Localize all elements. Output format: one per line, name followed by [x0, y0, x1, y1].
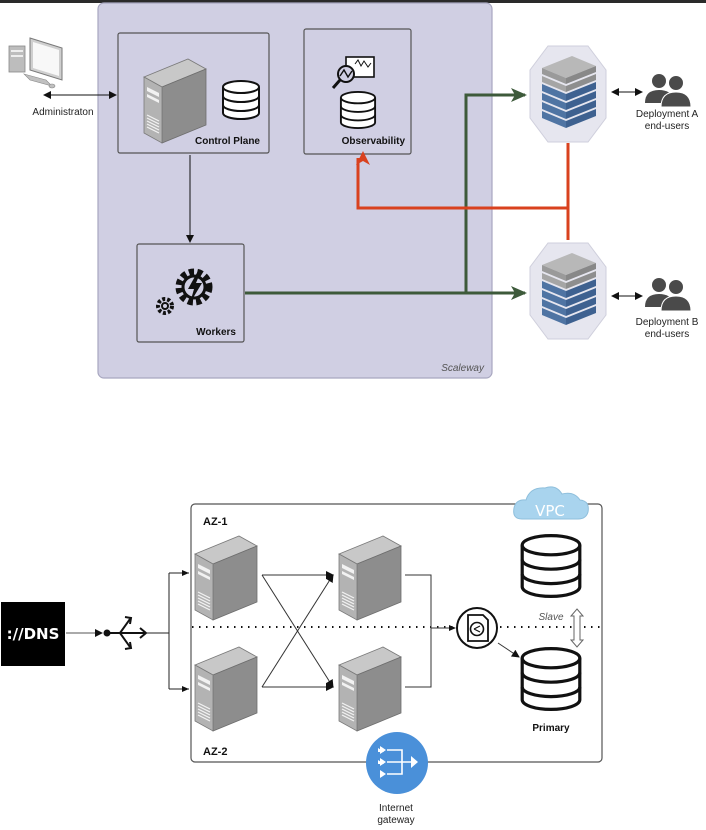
- app-to-db-proxy-connector: [405, 574, 455, 688]
- deployment-b-users-icon: [644, 277, 692, 311]
- workers-to-deployment-a-line: [464, 88, 527, 293]
- deployment-b-label-line2: end-users: [645, 329, 689, 340]
- slave-label: Slave: [538, 612, 563, 623]
- primary-database-icon[interactable]: [520, 647, 582, 711]
- diagram-2: VPC AZ-1 AZ-2 ://DNS: [1, 486, 603, 826]
- web-to-app-connectors: [261, 571, 334, 691]
- internet-gateway-icon[interactable]: [366, 732, 428, 794]
- deployment-b-rack-icon[interactable]: [529, 242, 607, 340]
- app-server-az2[interactable]: [338, 646, 402, 732]
- workers-gears-icon: [156, 268, 213, 315]
- dns-box[interactable]: [1, 602, 65, 666]
- deployment-a-users-icon: [644, 73, 692, 107]
- vpc-label: VPC: [535, 502, 565, 520]
- control-plane-label: Control Plane: [195, 136, 260, 147]
- deployment-a-rack-icon[interactable]: [529, 45, 607, 143]
- deployment-b-label-line1: Deployment B: [636, 317, 699, 328]
- dns-label: ://DNS: [7, 625, 60, 643]
- az2-label: AZ-2: [203, 746, 227, 758]
- lb-to-web-servers-connector: [146, 572, 189, 690]
- deployment-a-label-line1: Deployment A: [636, 109, 699, 120]
- vpc-cloud-icon: VPC: [513, 486, 589, 520]
- db-proxy-icon[interactable]: [456, 607, 498, 649]
- web-server-az1[interactable]: [194, 535, 258, 621]
- scaleway-region: [97, 2, 493, 379]
- app-server-az1[interactable]: [338, 535, 402, 621]
- diagram-1: Scaleway Administraton Control Plane: [8, 2, 699, 379]
- proxy-to-primary-connector: [497, 642, 520, 658]
- load-balancer-icon[interactable]: [103, 616, 148, 650]
- az1-label: AZ-1: [203, 516, 227, 528]
- observability-database-icon: [339, 91, 377, 129]
- replication-arrow-icon: [569, 608, 585, 648]
- deployment-a-label-line2: end-users: [645, 121, 689, 132]
- workers-label: Workers: [196, 327, 236, 338]
- slave-database-icon[interactable]: [520, 534, 582, 598]
- monitoring-chart-icon: [331, 56, 375, 89]
- metrics-to-observability-line: [356, 151, 568, 210]
- control-plane-box[interactable]: [117, 32, 270, 154]
- control-plane-database-icon: [222, 80, 260, 120]
- gateway-label-line2: gateway: [377, 815, 414, 826]
- web-server-az2[interactable]: [194, 646, 258, 732]
- workers-box[interactable]: [136, 243, 245, 343]
- administrator-computer-icon[interactable]: [8, 37, 63, 89]
- gateway-label-line1: Internet: [379, 803, 413, 814]
- administrator-label: Administraton: [32, 107, 93, 118]
- top-border: [0, 0, 706, 3]
- scaleway-region-label: Scaleway: [441, 363, 485, 374]
- primary-label: Primary: [532, 723, 570, 734]
- observability-label: Observability: [342, 136, 406, 147]
